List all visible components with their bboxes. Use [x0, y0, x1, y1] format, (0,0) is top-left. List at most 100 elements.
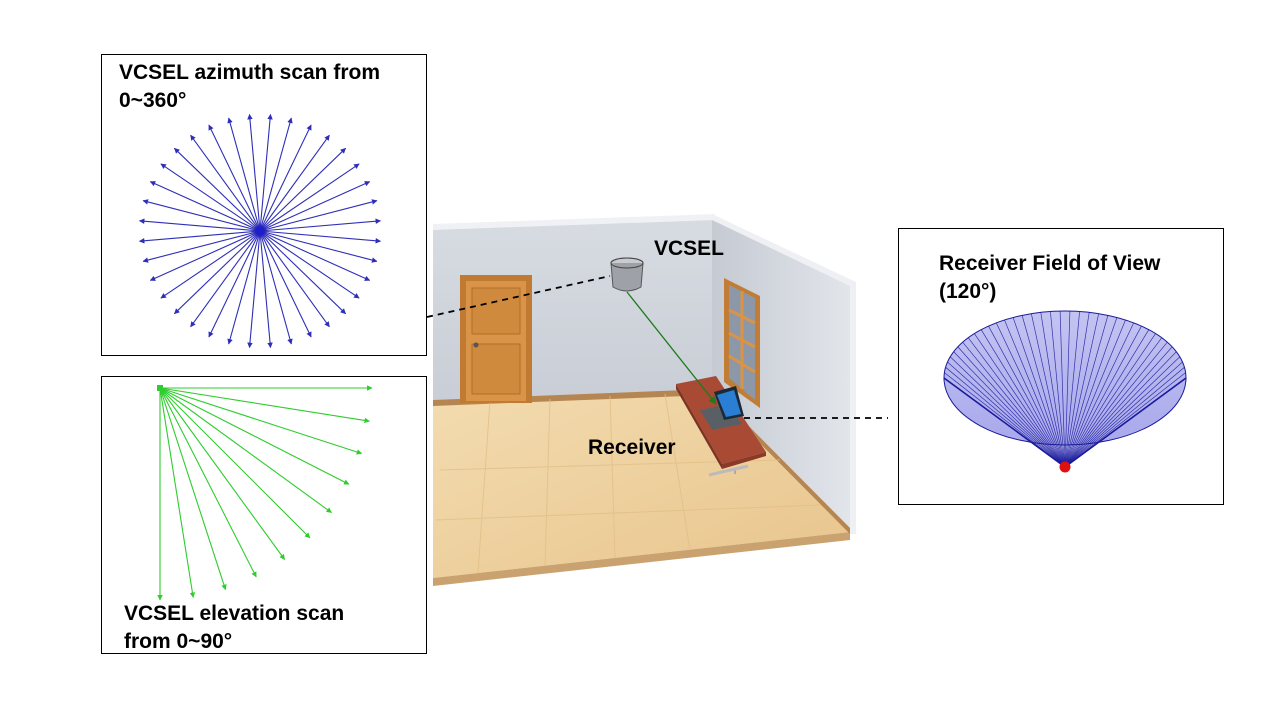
- azimuth-arrow: [247, 230, 261, 349]
- azimuth-arrow: [259, 134, 330, 232]
- fov-cone-ray: [957, 346, 1066, 468]
- azimuth-arrow: [259, 218, 382, 232]
- laptop-receiver: [700, 386, 744, 430]
- vcsel-fixture: [610, 257, 644, 292]
- fov-cone-ray: [1004, 319, 1066, 468]
- azimuth-arrow: [190, 230, 261, 328]
- azimuth-arrow: [208, 124, 261, 232]
- fov-cone-ray: [1059, 311, 1066, 468]
- azimuth-arrow: [259, 117, 293, 232]
- elevation-arrow: [159, 387, 311, 539]
- fov-cone: [943, 310, 1187, 468]
- azimuth-panel: VCSEL azimuth scan from 0~360°: [101, 54, 427, 356]
- fov-cone-edge-right: [1064, 377, 1187, 468]
- azimuth-arrow: [174, 230, 261, 315]
- azimuth-source-point: [255, 226, 265, 236]
- fov-cone-ray: [980, 329, 1066, 468]
- fov-cone-ray: [947, 361, 1066, 468]
- fov-cone-ray: [1064, 315, 1109, 468]
- fov-cone-ray: [1064, 329, 1150, 468]
- light-beam: [626, 291, 717, 405]
- fov-cone-ray: [995, 322, 1066, 468]
- azimuth-arrow: [227, 230, 261, 345]
- elevation-title-line2: from 0~90°: [124, 630, 232, 653]
- fov-cone-ray: [949, 356, 1066, 468]
- azimuth-arrow: [259, 124, 312, 232]
- elevation-arrow: [159, 387, 332, 514]
- fov-cone-ray: [1064, 333, 1156, 468]
- azimuth-panel-border: [101, 54, 427, 356]
- azimuth-arrow: [174, 147, 261, 232]
- fov-cone-ray: [1064, 356, 1181, 468]
- elevation-title-line1: VCSEL elevation scan: [124, 602, 344, 625]
- fov-cone-rim: [943, 310, 1187, 446]
- fov-cone-ray: [962, 341, 1066, 468]
- elevation-arrow: [159, 387, 363, 455]
- elevation-panel-border: [101, 376, 427, 654]
- fov-cone-ray: [1030, 313, 1066, 468]
- fov-cone-ray: [1064, 361, 1183, 468]
- elevation-arrow: [159, 387, 370, 424]
- fov-cone-ray: [974, 333, 1066, 468]
- azimuth-arrow: [138, 230, 261, 244]
- azimuth-arrow: [142, 230, 261, 263]
- receiver-label: Receiver: [588, 436, 676, 459]
- azimuth-arrow: [259, 230, 378, 263]
- azimuth-arrow: [259, 230, 346, 315]
- fov-cone-ray: [1012, 317, 1066, 468]
- fov-cone-ray: [953, 351, 1066, 468]
- azimuth-arrow: [259, 230, 273, 349]
- azimuth-arrow: [259, 230, 293, 345]
- azimuth-arrow: [247, 113, 261, 232]
- azimuth-arrow: [259, 230, 330, 328]
- floor-front-edge: [433, 532, 850, 586]
- fov-cone-ray: [1064, 341, 1168, 468]
- elevation-arrows: [157, 385, 373, 601]
- elevation-arrow: [159, 387, 350, 485]
- door: [460, 275, 532, 403]
- fov-cone-ray: [968, 337, 1066, 468]
- azimuth-arrow: [259, 163, 360, 232]
- elevation-panel: VCSEL elevation scan from 0~90°: [101, 376, 427, 654]
- receiver-fov-panel: Receiver Field of View (120°): [898, 228, 1224, 505]
- azimuth-arrow: [259, 230, 382, 244]
- fov-cone-ray: [1064, 313, 1100, 468]
- fov-cone-ray: [988, 325, 1066, 468]
- fov-cone-ray: [1064, 311, 1080, 468]
- window: [724, 278, 760, 408]
- azimuth-arrow: [227, 117, 261, 232]
- elevation-arrow: [159, 387, 196, 598]
- fov-cone-ray: [1064, 337, 1162, 468]
- room-scene: VCSEL Receiver: [426, 214, 888, 586]
- azimuth-title-line1: VCSEL azimuth scan from: [119, 61, 380, 84]
- azimuth-arrow: [138, 218, 261, 232]
- vcsel-label: VCSEL: [654, 237, 724, 260]
- azimuth-arrow: [259, 230, 360, 299]
- azimuth-arrow: [149, 230, 261, 281]
- azimuth-arrow: [149, 181, 261, 232]
- azimuth-arrow: [160, 163, 261, 232]
- fov-cone-ray: [1064, 317, 1118, 468]
- azimuth-arrow: [259, 230, 312, 338]
- azimuth-arrow: [259, 230, 371, 281]
- receiver-fov-title-line1: Receiver Field of View: [939, 252, 1161, 275]
- receiver-fov-title-line2: (120°): [939, 280, 996, 303]
- vcsel-leader-line: [426, 275, 611, 318]
- azimuth-arrow: [259, 147, 346, 232]
- elevation-arrow: [159, 387, 257, 578]
- azimuth-arrow: [259, 199, 378, 232]
- wall-top-edge: [433, 214, 715, 230]
- azimuth-arrow: [259, 113, 273, 232]
- fov-cone-ray: [1064, 322, 1135, 468]
- azimuth-arrow: [208, 230, 261, 338]
- fov-cone-ray: [1064, 351, 1177, 468]
- fov-cone-ray: [1021, 315, 1066, 468]
- fov-cone-ray: [1050, 311, 1066, 468]
- elevation-source-point: [157, 385, 163, 391]
- fov-cone-ray: [1064, 311, 1071, 468]
- azimuth-arrows: [138, 113, 382, 349]
- fov-cone-ray: [1064, 319, 1126, 468]
- azimuth-arrow: [160, 230, 261, 299]
- fov-cone-ray: [1064, 346, 1173, 468]
